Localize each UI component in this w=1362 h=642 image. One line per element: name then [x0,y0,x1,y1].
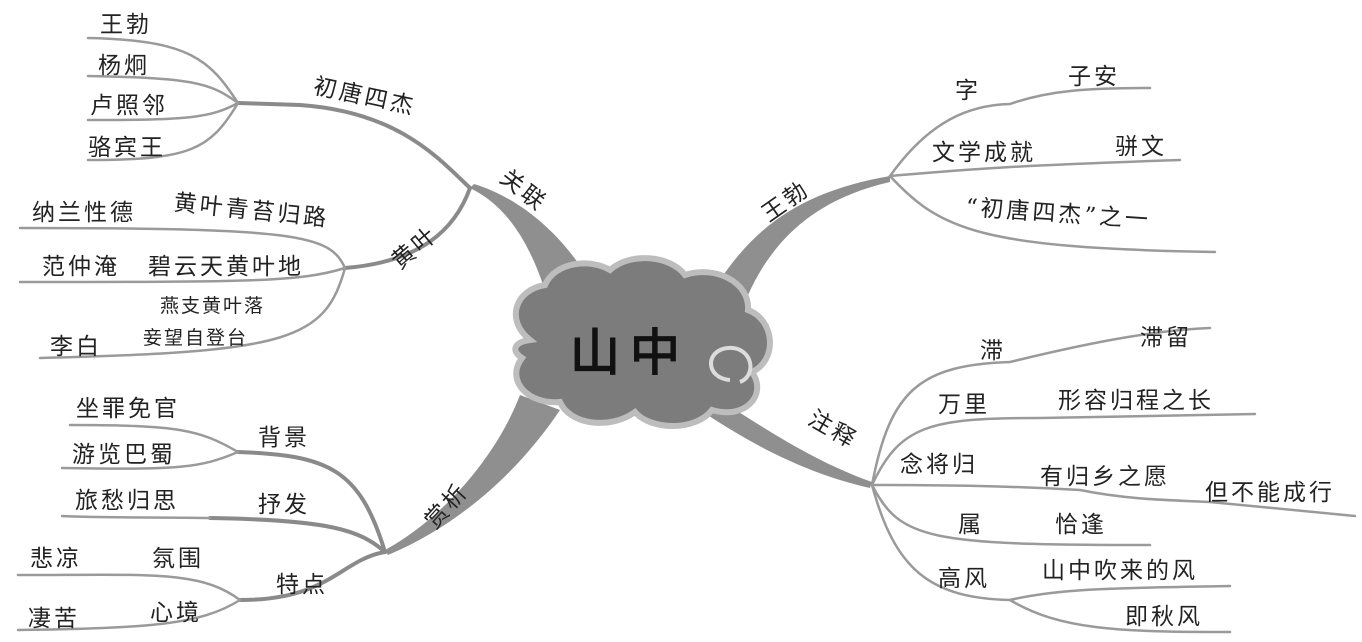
label-yellow-leaves: 黄叶 [387,221,444,274]
label-features: 特点 [276,572,328,598]
label-zi: 字 [955,78,981,104]
label-member-1: 王勃 [100,12,152,38]
branch-express [210,518,385,552]
center-title: 山中 [570,323,690,382]
label-zhi: 滞 [980,338,1006,364]
label-four-masters-wb: “初唐四杰”之一 [965,195,1152,234]
label-gaofeng: 高风 [938,566,990,592]
label-atmosphere-value: 悲凉 [30,546,82,572]
label-achievement-value: 骈文 [1115,134,1167,160]
label-libai: 李白 [50,334,102,360]
trunk-appreciation [385,395,560,555]
label-libai-line-1: 燕支黄叶落 [160,295,265,317]
label-fan-line: 碧云天黄叶地 [148,254,304,280]
topic-notes: 注释 [804,406,862,455]
label-zi-value: 子安 [1068,64,1120,90]
label-bg-2: 游览巴蜀 [72,442,176,468]
label-libai-line-2: 妾望自登台 [143,327,248,349]
label-wanli-value: 形容归程之长 [1058,388,1214,414]
label-nianjianggui-value-1: 有归乡之愿 [1040,464,1170,490]
label-mood: 心境 [150,600,202,626]
label-gaofeng-value-2: 即秋风 [1125,604,1203,630]
label-four-masters: 初唐四杰 [311,73,418,120]
label-shu: 属 [958,512,984,538]
label-gaofeng-value-1: 山中吹来的风 [1042,558,1198,584]
label-express: 抒发 [258,492,310,518]
label-fan: 范仲淹 [42,254,120,280]
label-nalan: 纳兰性德 [32,200,136,226]
label-nianjianggui: 念将归 [900,452,978,478]
branch-four-masters [238,103,470,188]
label-member-2: 杨炯 [98,53,150,79]
label-achievement: 文学成就 [932,140,1036,166]
label-member-3: 卢照邻 [90,93,168,119]
label-zhi-value: 滞留 [1140,325,1192,351]
label-member-4: 骆宾王 [88,135,166,161]
label-shu-value: 恰逢 [1055,512,1107,538]
line-atmosphere [18,575,240,600]
label-wanli: 万里 [938,392,990,418]
line-express-1 [62,516,210,518]
label-mood-value: 凄苦 [28,606,80,632]
label-background: 背景 [258,425,310,451]
label-bg-1: 坐罪免官 [76,396,180,422]
label-nianjianggui-value-2: 但不能成行 [1205,480,1335,506]
label-nalan-line: 黄叶青苔归路 [173,190,331,232]
label-atmosphere: 氛围 [152,546,204,572]
label-express-1: 旅愁归思 [75,488,179,514]
